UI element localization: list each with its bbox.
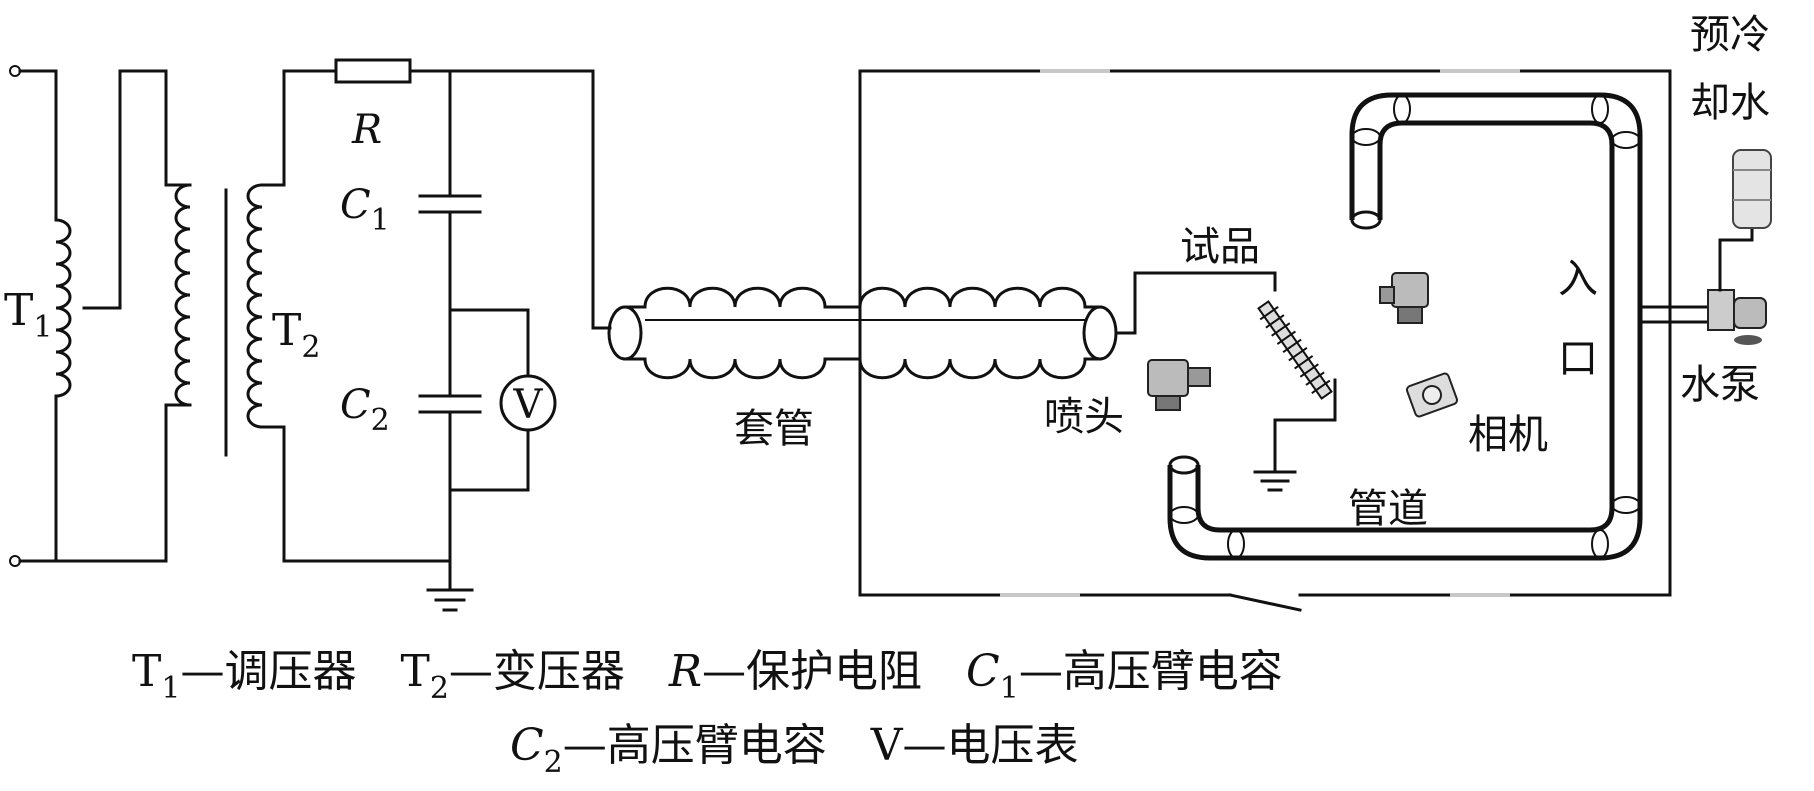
label-precool-1: 预冷 (1690, 12, 1770, 58)
pipe-end (1350, 210, 1382, 230)
nozzle-icon: 喷头 (1044, 272, 1429, 440)
label-r: R (351, 107, 382, 153)
label-v: V (513, 382, 544, 428)
pipe-loop: 管道 入 口 (1167, 92, 1643, 561)
pipe-ring (1611, 131, 1641, 149)
coil-t2-primary (174, 183, 192, 407)
bushing-end (607, 305, 643, 361)
label-sample: 试品 (1180, 224, 1260, 270)
wire (448, 308, 530, 378)
label-t2: T2 (272, 305, 320, 365)
pipe-ring (1591, 94, 1609, 124)
wire (260, 425, 452, 563)
label-bushing: 套管 (734, 406, 814, 452)
bushing: 套管 (607, 286, 1118, 452)
wire (18, 69, 58, 222)
water-tank-icon (1732, 149, 1772, 229)
pump-assembly: 预冷 却水 水泵 (1638, 12, 1772, 408)
resistor-body (334, 58, 412, 84)
coil-t2-secondary (246, 183, 264, 429)
enclosure-right (858, 69, 1672, 597)
nozzle-right (1379, 272, 1429, 324)
resistor-r: R (334, 58, 612, 330)
wire-feed (1718, 226, 1754, 292)
legend: T1—调压器 T2—变压器 R—保护电阻 C1—高压臂电容 C2—高压臂电容 V… (132, 646, 1283, 780)
regulator-t1: T1 (4, 65, 168, 567)
wire (448, 428, 530, 492)
pipe-ring (1393, 94, 1411, 124)
label-pipe: 管道 (1348, 486, 1428, 532)
wire-sample (1114, 271, 1277, 335)
wire (18, 398, 58, 563)
pipe-ring (1351, 128, 1381, 146)
label-precool-2: 却水 (1690, 80, 1770, 126)
wire (260, 69, 338, 187)
label-camera: 相机 (1468, 412, 1548, 458)
pipe-ring (1611, 496, 1641, 514)
capacitor-divider: V C1 C2 (340, 69, 557, 612)
label-nozzle: 喷头 (1044, 394, 1124, 440)
camera-icon: 相机 (1405, 372, 1548, 458)
enclosure-door (1228, 593, 1302, 612)
label-inlet-1: 入 (1558, 256, 1598, 302)
label-c2: C2 (340, 382, 390, 438)
label-inlet-2: 口 (1558, 336, 1598, 382)
enclosure (858, 69, 1672, 612)
pipe-ring (1169, 506, 1199, 524)
pipe-outer (1167, 92, 1643, 561)
voltmeter-v (499, 374, 557, 432)
pump-icon (1707, 289, 1767, 345)
bushing-top (623, 286, 1102, 309)
pipe-inner (1195, 120, 1615, 533)
bushing-end (1082, 305, 1118, 361)
pipe-ring (1591, 529, 1609, 559)
label-t1: T1 (4, 285, 52, 345)
legend-line-1: T1—调压器 T2—变压器 R—保护电阻 C1—高压臂电容 (132, 646, 1283, 706)
pipe-ring (1227, 529, 1245, 559)
transformer-t2: T2 (54, 69, 452, 563)
coil-t1 (54, 218, 72, 398)
pipe-end (1168, 455, 1200, 475)
label-c1: C1 (340, 182, 390, 238)
insulator-sample (1257, 300, 1333, 400)
legend-line-2: C2—高压臂电容 V—电压表 (510, 720, 1079, 780)
label-pump: 水泵 (1680, 362, 1760, 408)
wire-hv (408, 69, 612, 330)
wire-sample-ground (1273, 378, 1337, 472)
enclosure-left (858, 69, 1232, 597)
test-sample: 试品 (1114, 224, 1337, 492)
wire (54, 403, 192, 563)
wire-tap (82, 69, 168, 310)
nozzle-left (1147, 359, 1211, 411)
bushing-bottom (623, 357, 1102, 380)
